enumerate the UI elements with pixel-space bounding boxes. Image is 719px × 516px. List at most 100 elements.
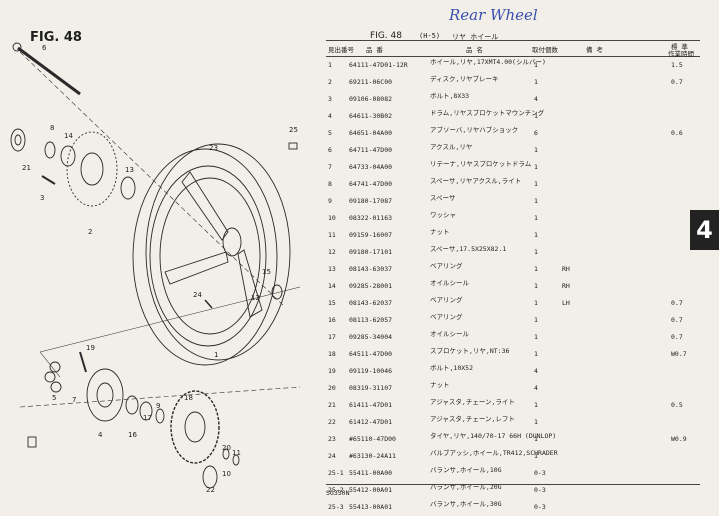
row-qty: 0-3 bbox=[534, 469, 546, 477]
callout-16: 16 bbox=[128, 431, 137, 439]
wheel-part bbox=[159, 171, 263, 335]
row-ref-no: 1 bbox=[328, 61, 332, 69]
row-ref-no: 2 bbox=[328, 78, 332, 86]
row-ref-no: 18 bbox=[328, 350, 336, 358]
row-part-name: オイルシール bbox=[430, 279, 469, 287]
row-part-name: ナット bbox=[430, 381, 450, 389]
row-ref-no: 15 bbox=[328, 299, 336, 307]
col-part-name: 品 名 bbox=[466, 46, 483, 54]
brake-disc-part bbox=[66, 131, 118, 207]
row-part-name: ナット bbox=[430, 228, 450, 236]
callout-12: 12 bbox=[251, 294, 260, 302]
row-qty: 1 bbox=[534, 231, 538, 239]
row-ref-no: 7 bbox=[328, 163, 332, 171]
row-part-name: バランサ,ホイール,20G bbox=[430, 483, 502, 491]
row-part-name: ドラム,リヤスプロケットマウンチング bbox=[430, 109, 545, 117]
row-part-no: 61411-47D01 bbox=[349, 401, 393, 409]
row-part-no: 55412-00A01 bbox=[349, 486, 393, 494]
row-qty: 0-3 bbox=[534, 503, 546, 511]
row-part-name: アブソーバ,リヤハブショック bbox=[430, 126, 519, 134]
row-qty: 1 bbox=[534, 435, 538, 443]
col-standard-top: 標 準 bbox=[671, 43, 688, 51]
row-part-name: タイヤ,リヤ,140/70-17 66H (DUNLOP) bbox=[430, 432, 557, 440]
row-ref-no: 20 bbox=[328, 384, 336, 392]
row-qty: 1 bbox=[534, 214, 538, 222]
row-ref-no: 13 bbox=[328, 265, 336, 273]
row-part-name: バルブアッシ,ホイール,TR412,SCHRADER bbox=[430, 449, 558, 457]
row-part-no: 64711-47D00 bbox=[349, 146, 393, 154]
row-part-no: 09285-28001 bbox=[349, 282, 393, 290]
callout-2: 2 bbox=[88, 228, 92, 236]
spacer-part bbox=[44, 141, 56, 159]
row-part-no: #65110-47D00 bbox=[349, 435, 396, 443]
row-part-no: 09180-17101 bbox=[349, 248, 393, 256]
row-part-no: 09119-10046 bbox=[349, 367, 393, 375]
col-part-no: 品 番 bbox=[366, 46, 383, 54]
row-part-no: 09285-34004 bbox=[349, 333, 393, 341]
row-part-no: 09159-16007 bbox=[349, 231, 393, 239]
row-ref-no: 25-1 bbox=[328, 469, 344, 477]
row-part-no: 55413-00A01 bbox=[349, 503, 393, 511]
row-qty: 1 bbox=[534, 197, 538, 205]
row-part-name: ベアリング bbox=[430, 262, 463, 270]
row-ref-no: 23 bbox=[328, 435, 336, 443]
row-qty: 1 bbox=[534, 265, 538, 273]
row-qty: 1 bbox=[534, 452, 538, 460]
row-qty: 1 bbox=[534, 350, 538, 358]
row-qty: 1 bbox=[534, 316, 538, 324]
callout-3: 3 bbox=[40, 194, 44, 202]
col-standard-bottom: 作業時間 bbox=[668, 50, 694, 58]
row-qty: 1 bbox=[534, 163, 538, 171]
row-part-no: 08113-62057 bbox=[349, 316, 393, 324]
row-ref-no: 12 bbox=[328, 248, 336, 256]
handwritten-note: Rear Wheel bbox=[449, 6, 538, 24]
drum-seal-part bbox=[139, 401, 153, 421]
row-part-no: 64611-30B02 bbox=[349, 112, 393, 120]
row-part-no: 09106-08082 bbox=[349, 95, 393, 103]
valve-part bbox=[204, 299, 213, 309]
callout-6: 6 bbox=[42, 44, 47, 52]
callout-1: 1 bbox=[214, 351, 218, 359]
row-ref-no: 24 bbox=[328, 452, 336, 460]
chain-adjuster-part bbox=[10, 128, 26, 152]
sprocket-bolt-part bbox=[79, 351, 87, 373]
row-part-name: バランサ,ホイール,30G bbox=[430, 500, 502, 508]
nut-part bbox=[232, 454, 240, 466]
callout-24: 24 bbox=[193, 291, 202, 299]
row-part-name: ホイール,リヤ,17XMT4.00(シルバー) bbox=[430, 58, 546, 66]
row-part-no: 08143-62037 bbox=[349, 299, 393, 307]
row-part-no: 61412-47D01 bbox=[349, 418, 393, 426]
drum-spacer-part bbox=[155, 408, 165, 424]
row-part-name: ディスク,リヤブレーキ bbox=[430, 75, 499, 83]
row-ref-no: 4 bbox=[328, 112, 332, 120]
callout-17: 17 bbox=[143, 414, 152, 422]
parts-table-header: 見出番号 品 番 品 名 取付個数 備 考 標 準 作業時間 bbox=[326, 40, 700, 58]
row-part-name: ボルト,10X52 bbox=[430, 364, 473, 372]
row-part-no: 69211-06C00 bbox=[349, 78, 393, 86]
row-standard-time: W0.9 bbox=[671, 435, 687, 443]
chain-adjuster-left-part bbox=[202, 465, 218, 489]
row-qty: 4 bbox=[534, 95, 538, 103]
row-qty: 1 bbox=[534, 299, 538, 307]
col-ref-no: 見出番号 bbox=[328, 46, 354, 54]
sprocket-drum-part bbox=[86, 368, 124, 422]
callout-9: 9 bbox=[156, 402, 160, 410]
row-ref-no: 10 bbox=[328, 214, 336, 222]
row-ref-no: 22 bbox=[328, 418, 336, 426]
row-part-no: 08143-63037 bbox=[349, 265, 393, 273]
row-part-name: アジャスタ,チェーン,ライト bbox=[430, 398, 515, 406]
row-remarks: RH bbox=[562, 282, 570, 290]
figure-label-table: FIG. 48 bbox=[370, 31, 402, 41]
